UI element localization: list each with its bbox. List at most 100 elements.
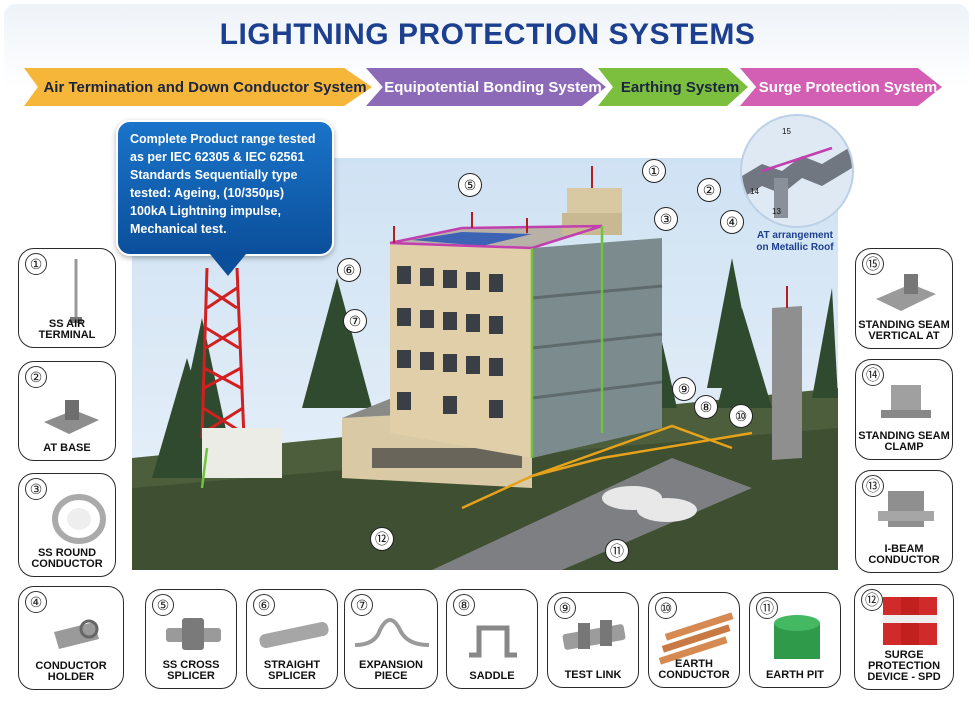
metallic-roof-icon: 15 14 13 (742, 127, 852, 218)
product-label-line: CONDUCTOR (31, 558, 103, 570)
product-label: TEST LINK (550, 670, 636, 681)
stage-label: Surge Protection System (758, 78, 938, 96)
page-title: LIGHTNING PROTECTION SYSTEMS (219, 18, 756, 51)
product-number: ⑮ (862, 253, 884, 275)
cross-splicer-icon (166, 618, 221, 650)
spd-icon (883, 597, 937, 645)
info-bubble: Complete Product range tested as per IEC… (116, 120, 334, 256)
callout-10: ⑩ (729, 404, 753, 428)
product-label-line: SADDLE (469, 670, 515, 682)
inset-caption: AT arrangement on Metallic Roof (736, 230, 854, 254)
product-card-earth-pit[interactable]: ⑪ EARTH PIT (749, 592, 841, 688)
saddle-icon (469, 625, 517, 658)
callout-3: ③ (654, 207, 678, 231)
callout-6: ⑥ (337, 258, 361, 282)
product-label-line: TEST LINK (564, 669, 622, 681)
product-number: ⑨ (554, 597, 576, 619)
earth-conductor-icon (658, 612, 734, 665)
conductor-holder-icon (54, 619, 99, 649)
product-number: ⑧ (453, 594, 475, 616)
info-line: 100kA Lightning impulse, (130, 204, 281, 218)
standing-seam-vertical-icon (876, 274, 936, 311)
callout-11: ⑪ (605, 539, 629, 563)
product-number: ④ (25, 591, 47, 613)
product-label-line: STANDING SEAM (858, 430, 950, 442)
stage-label: Earthing System (620, 78, 740, 96)
info-line: tested: Ageing, (10/350µs) (130, 186, 285, 200)
callout-1: ① (642, 159, 666, 183)
product-card-at-base[interactable]: ② AT BASE (18, 361, 116, 461)
product-label-line: CONDUCTOR (868, 554, 940, 566)
callout-4: ④ (720, 210, 744, 234)
product-label: AT BASE (21, 443, 113, 454)
product-label-line: CLAMP (884, 441, 924, 453)
product-label-line: SS ROUND (37, 547, 97, 559)
stage-arrow-surge-protection: Surge Protection System (740, 68, 942, 106)
callout-12: ⑫ (370, 527, 394, 551)
info-line: as per IEC 62305 & IEC 62561 (130, 150, 305, 164)
product-label-line: PROTECTION (867, 660, 941, 672)
product-card-saddle[interactable]: ⑧ SADDLE (446, 589, 538, 689)
wire-coil-icon (52, 494, 106, 544)
product-label-line: EARTH PIT (765, 669, 825, 681)
standing-seam-clamp-icon (881, 385, 931, 418)
callout-2: ② (697, 178, 721, 202)
straight-splicer-icon (259, 621, 329, 649)
product-label-line: PIECE (374, 670, 408, 682)
callout-9: ⑨ (672, 377, 696, 401)
product-number: ② (25, 366, 47, 388)
product-label-line: AT BASE (43, 442, 91, 454)
product-card-ss-air-terminal[interactable]: ① SS AIR TERMINAL (18, 248, 116, 348)
product-number: ⑫ (861, 589, 883, 611)
inset-label: 14 (750, 187, 759, 196)
at-base-icon (44, 400, 99, 434)
stage-arrow-earthing: Earthing System (598, 68, 748, 106)
stage-arrow-equipotential-bonding: Equipotential Bonding System (366, 68, 606, 106)
air-terminal-icon (70, 259, 82, 323)
i-beam-clamp-icon (878, 491, 934, 527)
callout-7: ⑦ (343, 309, 367, 333)
earth-pit-icon (774, 615, 820, 659)
callout-5: ⑤ (458, 173, 482, 197)
product-label-line: EARTH (675, 658, 713, 670)
product-number: ⑤ (152, 594, 174, 616)
product-card-test-link[interactable]: ⑨ TEST LINK (547, 592, 639, 688)
product-number: ⑪ (756, 597, 778, 619)
product-number: ③ (25, 478, 47, 500)
stage-label: Equipotential Bonding System (384, 78, 602, 96)
inset-caption-line: AT arrangement (757, 230, 833, 241)
product-label-line: I-BEAM (884, 543, 924, 555)
product-label-line: STANDING SEAM (858, 319, 950, 331)
product-number: ⑥ (253, 594, 275, 616)
product-label-line: CONDUCTOR (658, 669, 730, 681)
expansion-piece-icon (354, 618, 430, 647)
info-line: Standards Sequentially type (130, 168, 298, 182)
inset-label: 15 (782, 127, 791, 136)
info-bubble-tail (210, 254, 246, 276)
product-label-line: CONDUCTOR (35, 660, 107, 672)
product-label: SADDLE (449, 671, 535, 682)
inset-label: 13 (772, 207, 781, 216)
test-link-icon (562, 620, 626, 650)
product-label-line: SS CROSS (162, 659, 220, 671)
